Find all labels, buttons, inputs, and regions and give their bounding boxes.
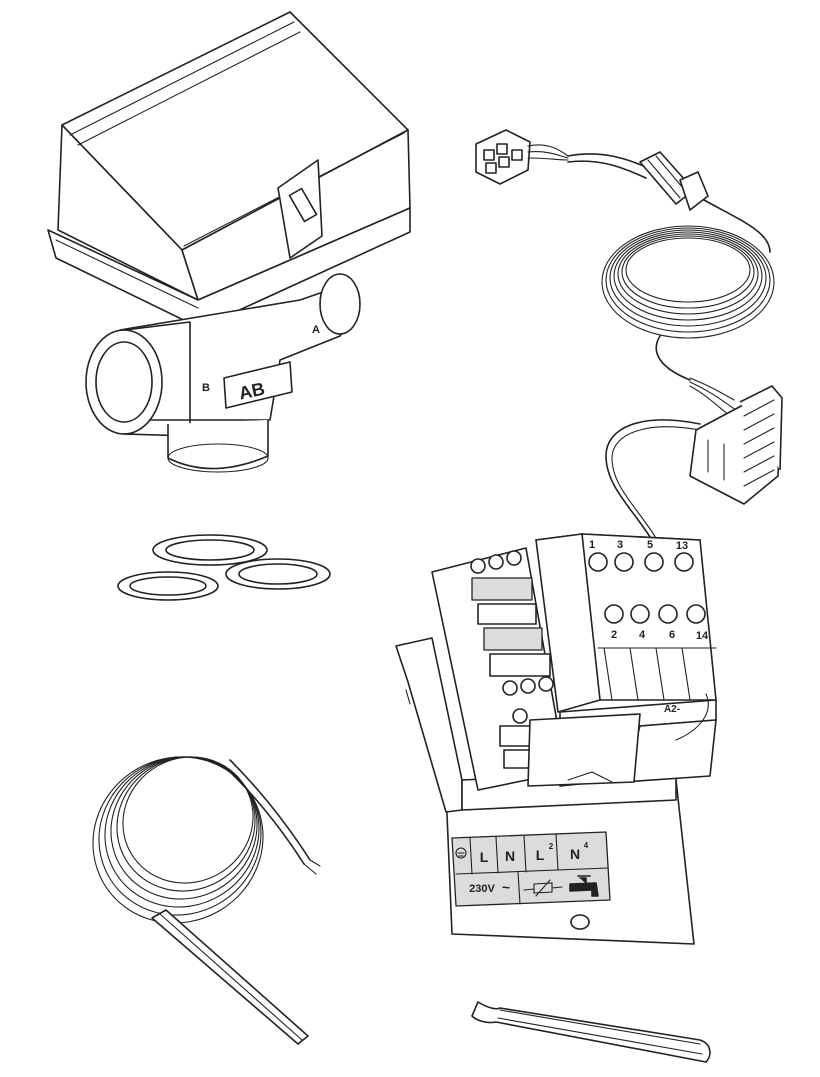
- panel-terminal-label: N: [570, 846, 580, 862]
- panel-terminal-superscript: 2: [549, 842, 554, 851]
- motorised-valve: AB A B: [47, 11, 411, 473]
- washer: [225, 558, 331, 590]
- label-tab-ab: [223, 361, 293, 409]
- relay-terminal-label: 6: [669, 629, 675, 641]
- valve-label-b: B: [202, 382, 210, 394]
- panel-terminal-label: L: [536, 847, 545, 863]
- panel-ac-symbol: ~: [502, 879, 510, 895]
- relay-module: [527, 533, 717, 787]
- panel-terminal-label: N: [505, 848, 515, 864]
- relay-coil-label: A2-: [664, 704, 680, 715]
- relay-terminal-label: 14: [696, 630, 709, 642]
- connection-label: L N L 2 N 4 230V ~: [451, 831, 611, 907]
- cable-coil: [601, 225, 775, 339]
- port-a: [319, 273, 361, 335]
- earth-icon: [455, 847, 467, 859]
- heater-icon: [523, 879, 563, 897]
- valve-label-a: A: [312, 324, 320, 336]
- tap-icon: [569, 875, 599, 897]
- relay-terminal-label: 3: [617, 539, 623, 551]
- actuator-base: [47, 207, 411, 329]
- heat-paste-tube: [471, 1001, 711, 1063]
- temperature-sensor: [92, 756, 321, 1045]
- relay-terminal-label: 13: [676, 540, 688, 552]
- terminal-strip-connector[interactable]: [689, 385, 783, 505]
- panel-terminal-label: L: [480, 849, 489, 865]
- washer: [117, 571, 219, 601]
- relay-terminal-label: 2: [611, 629, 617, 641]
- cable-gland: [639, 151, 709, 211]
- panel-voltage-label: 230V: [469, 883, 495, 895]
- washer: [152, 534, 268, 566]
- washers: [117, 534, 331, 601]
- plug-connector-small[interactable]: [475, 129, 531, 185]
- panel-terminal-superscript: 4: [584, 841, 589, 850]
- mounting-hole: [570, 914, 590, 930]
- relay-terminal-label: 5: [647, 539, 653, 551]
- valve-cable-assembly: [475, 129, 783, 541]
- terminal-box: 1 3 5 13 2 4 6 14 A2- L N L 2 N 4 2: [395, 533, 717, 945]
- relay-terminal-label: 4: [639, 629, 646, 641]
- relay-terminal-label: 1: [589, 539, 595, 551]
